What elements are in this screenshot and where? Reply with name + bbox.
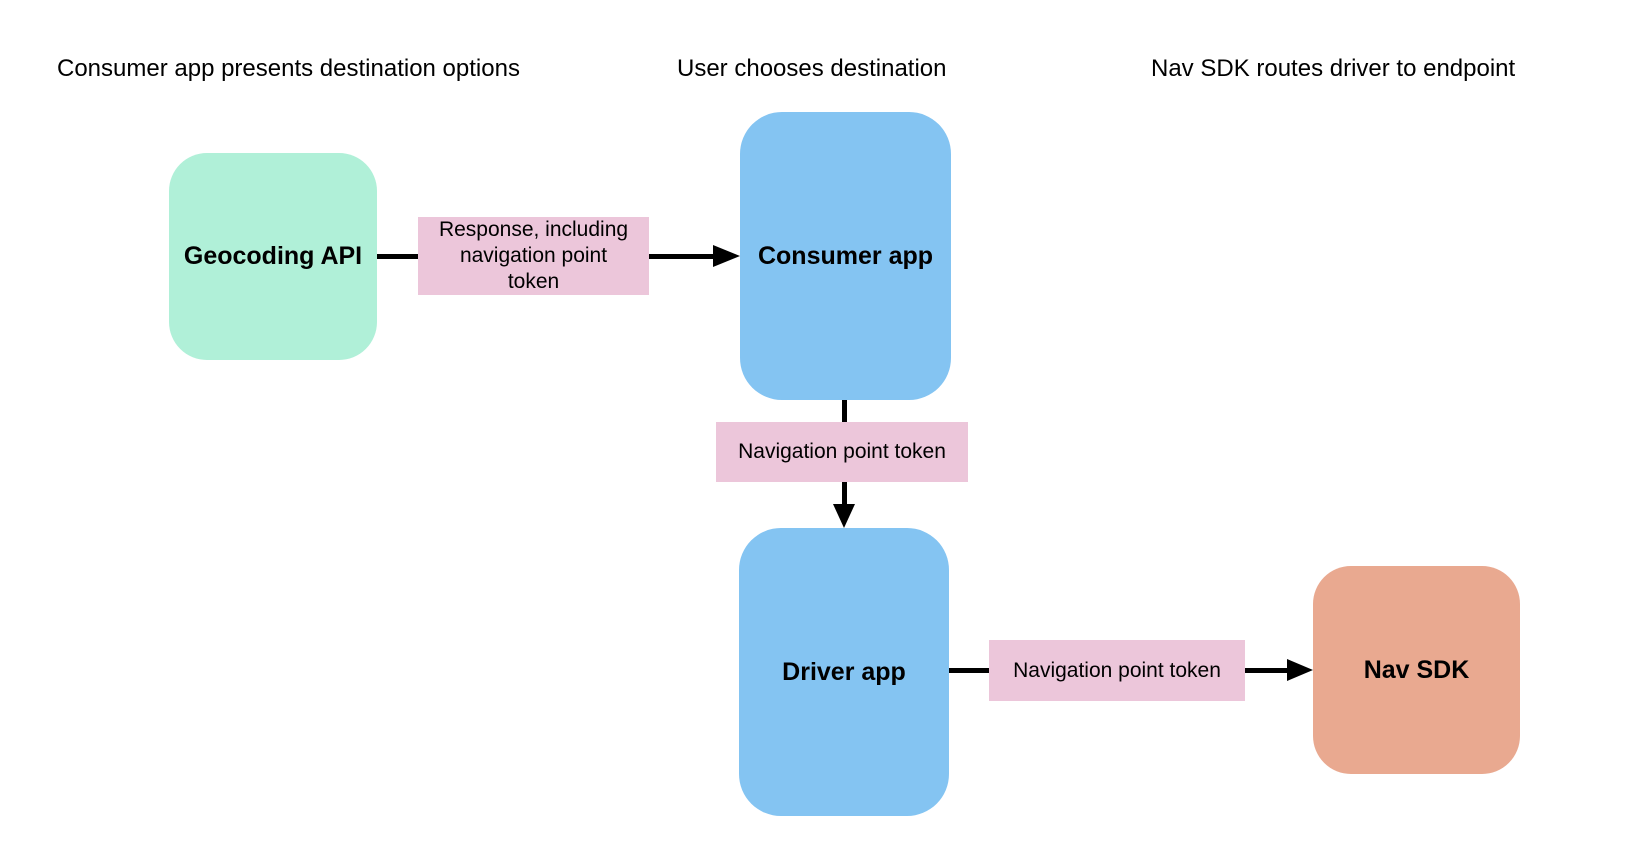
node-geocoding-api: Geocoding API — [169, 153, 377, 360]
lane-header-navsdk-routes: Nav SDK routes driver to endpoint — [1151, 55, 1516, 82]
node-geocoding-api-label: Geocoding API — [183, 242, 363, 270]
edge-label-response-token: Response, including navigation point tok… — [418, 217, 649, 295]
edge-label-navigation-point-token-2-text: Navigation point token — [1013, 658, 1221, 682]
connector-geocoding-to-label — [377, 254, 418, 259]
arrowhead-into-driver-icon — [833, 504, 855, 528]
node-consumer-app: Consumer app — [740, 112, 951, 400]
lane-header-user-chooses: User chooses destination — [677, 55, 947, 82]
connector-driver-to-label — [949, 668, 989, 673]
connector-label-to-driver — [842, 482, 847, 504]
node-nav-sdk-label: Nav SDK — [1363, 655, 1470, 684]
edge-label-navigation-point-token-1: Navigation point token — [716, 422, 968, 482]
node-nav-sdk: Nav SDK — [1313, 566, 1520, 774]
edge-label-navigation-point-token-2: Navigation point token — [989, 640, 1245, 701]
edge-label-response-token-text: Response, including navigation point tok… — [438, 218, 629, 293]
connector-label-to-consumer — [649, 254, 713, 259]
connector-label-to-navsdk — [1245, 668, 1287, 673]
node-driver-app: Driver app — [739, 528, 949, 816]
lane-header-consumer-presents: Consumer app presents destination option… — [57, 55, 520, 82]
arrowhead-into-consumer-icon — [713, 245, 740, 267]
connector-consumer-to-label — [842, 400, 847, 422]
node-driver-app-label: Driver app — [782, 657, 906, 686]
node-consumer-app-label: Consumer app — [757, 241, 934, 270]
arrowhead-into-navsdk-icon — [1287, 659, 1313, 681]
edge-label-navigation-point-token-1-text: Navigation point token — [738, 440, 946, 463]
